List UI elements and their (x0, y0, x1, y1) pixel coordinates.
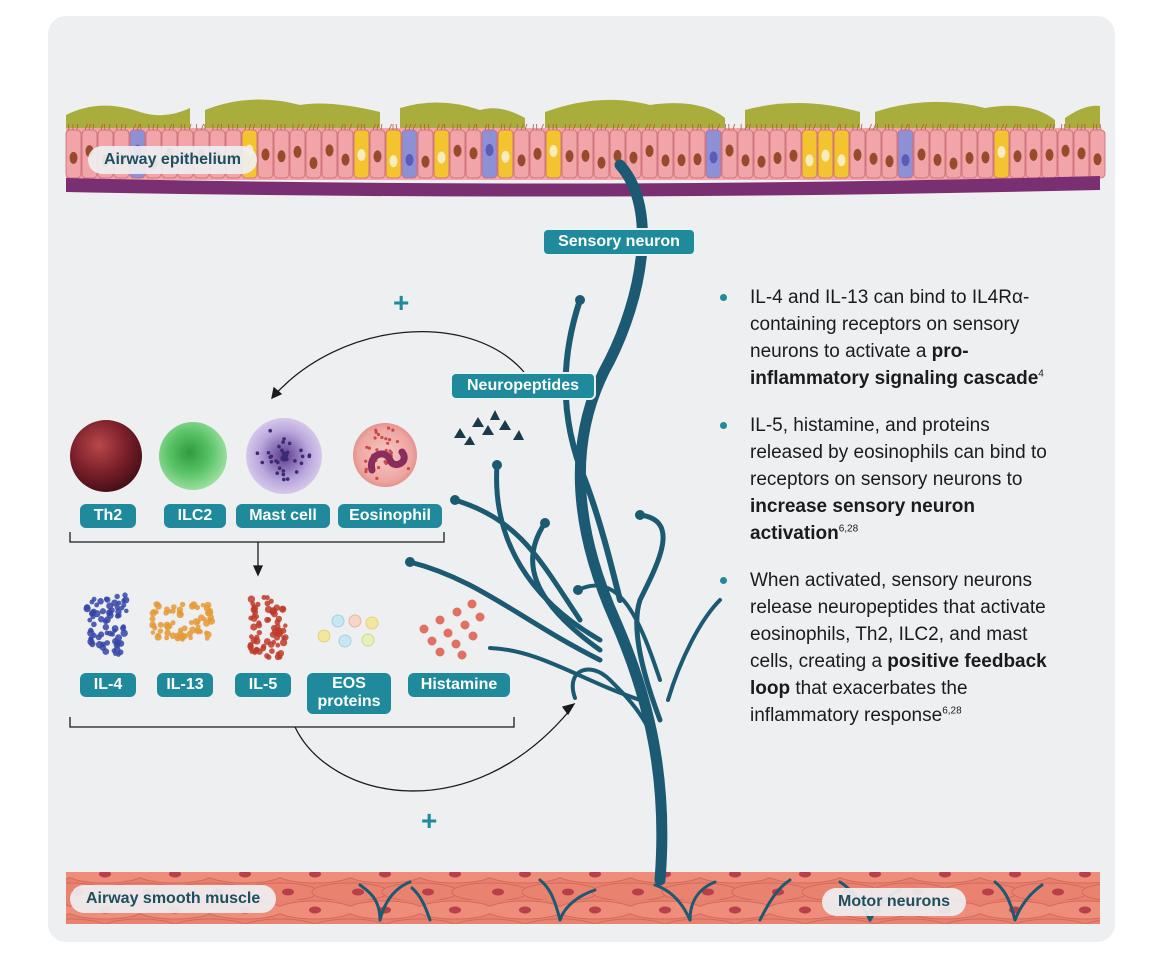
bullet-reference: 4 (1038, 368, 1044, 380)
il5-image (247, 594, 289, 661)
ilc2-cell-image (159, 422, 227, 490)
mediator-label-il5: IL-5 (235, 673, 291, 697)
mediator-label-il13: IL-13 (157, 673, 213, 697)
airway-epithelium-label: Airway epithelium (88, 146, 257, 174)
sensory-neuron-tree (407, 159, 722, 886)
bullet-dot (720, 294, 727, 301)
cell-images (70, 418, 417, 494)
eos-proteins-image (317, 614, 379, 648)
cell-label-ilc2: ILC2 (164, 504, 226, 528)
bullet-dot (720, 422, 727, 429)
neuropeptides-label: Neuropeptides (450, 372, 596, 400)
bullet-text: IL-4 and IL-13 can bind to IL4Rα-contain… (750, 287, 1030, 362)
mediator-label-histamine: Histamine (408, 673, 510, 697)
cell-label-th2: Th2 (80, 504, 136, 528)
plus-sign-bottom: + (421, 805, 438, 836)
airway-epithelium (65, 99, 1106, 197)
bullet-reference: 6,28 (942, 705, 962, 717)
plus-sign-top: + (393, 287, 410, 318)
bullet-item: IL-5, histamine, and proteins released b… (718, 412, 1058, 547)
il13-image (149, 601, 215, 642)
bullet-dot (720, 577, 727, 584)
cell-label-mast-cell: Mast cell (236, 504, 330, 528)
eos-label-line1: EOS (332, 675, 366, 692)
sensory-neuron-label: Sensory neuron (542, 228, 696, 256)
mediator-label-eos-proteins: EOS proteins (307, 673, 391, 714)
mediator-label-il4: IL-4 (80, 673, 136, 697)
histamine-image (419, 599, 485, 660)
explanation-bullets: IL-4 and IL-13 can bind to IL4Rα-contain… (718, 284, 1058, 749)
il4-image (83, 592, 130, 657)
nerve-endings (405, 160, 645, 595)
motor-neurons-label: Motor neurons (822, 888, 966, 916)
mediator-images (83, 592, 485, 661)
cell-label-eosinophil: Eosinophil (338, 504, 442, 528)
bullet-text: IL-5, histamine, and proteins released b… (750, 415, 1047, 490)
neuropeptide-particles (454, 410, 524, 445)
eos-label-line2: proteins (317, 693, 381, 710)
bullet-item: When activated, sensory neurons release … (718, 567, 1058, 729)
bullet-bold-text: positive feedback loop (750, 651, 1047, 699)
bullet-bold-text: increase sensory neuron activation (750, 496, 975, 544)
bullet-item: IL-4 and IL-13 can bind to IL4Rα-contain… (718, 284, 1058, 392)
bullet-reference: 6,28 (838, 523, 859, 535)
bullet-bold-text: pro-inflammatory signaling cascade (750, 341, 1039, 389)
feedback-arrows (69, 330, 576, 792)
bullet-after-text: that exacerbates the inflammatory respon… (750, 678, 968, 726)
airway-smooth-muscle-label: Airway smooth muscle (70, 885, 277, 913)
bullet-text: When activated, sensory neurons release … (750, 570, 1046, 672)
th2-cell-image (70, 420, 142, 492)
